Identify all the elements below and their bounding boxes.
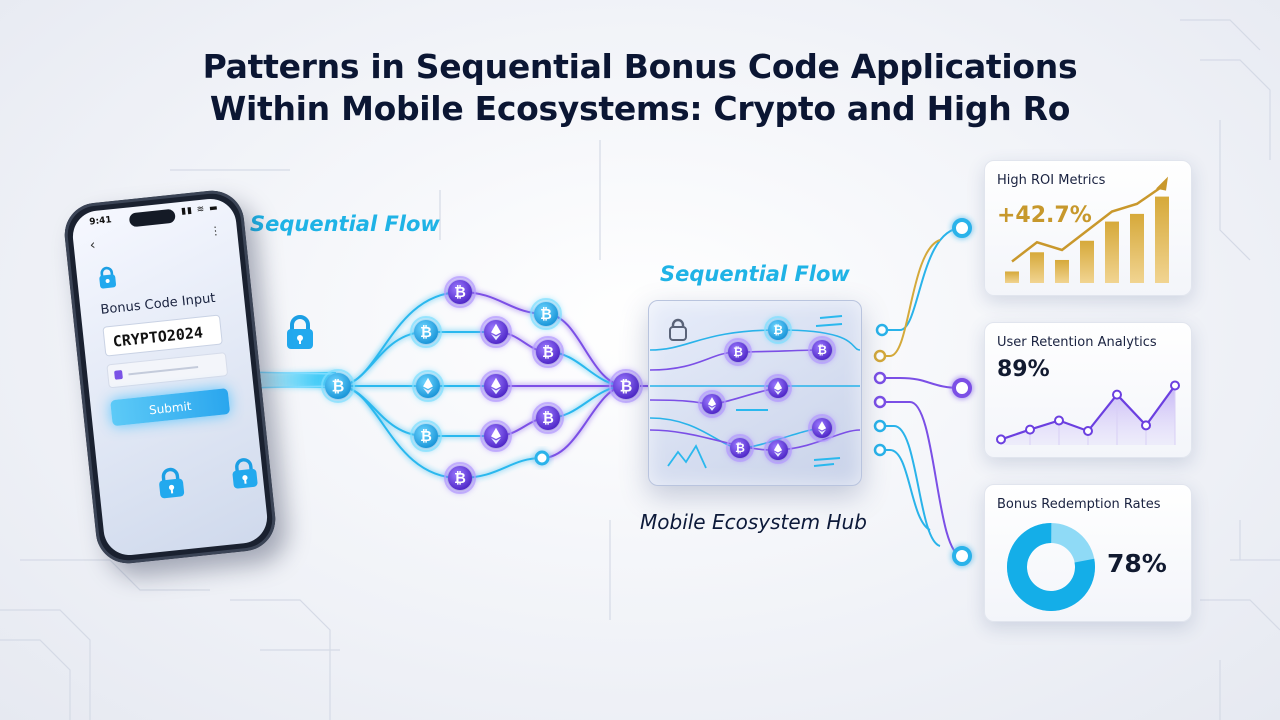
title-line-2: Within Mobile Ecosystems: Crypto and Hig… [209,89,1071,128]
redemption-value: 78% [1107,549,1167,578]
padlock-icon [232,458,258,489]
roi-card-title: High ROI Metrics [997,173,1106,188]
roi-value: +42.7% [997,203,1092,228]
ethereum-icon [808,414,836,442]
page-title: Patterns in Sequential Bonus Code Applic… [0,46,1280,130]
roi-bar [1055,259,1069,283]
roi-bar-chart [1005,176,1169,283]
roi-bar [1005,271,1019,283]
ethereum-icon [480,370,512,402]
phone-screen: 9:41 ▮▮ ≋ ▬ ‹ ⋮ Bonus Code Input CRYPTO2… [70,196,270,558]
title-line-1: Patterns in Sequential Bonus Code Applic… [202,47,1078,86]
bitcoin-icon: ₿ [532,402,564,434]
roi-trend-line [1011,185,1163,263]
retention-point [1112,389,1122,400]
padlock-icon [159,467,185,499]
svg-text:₿: ₿ [540,307,552,323]
bitcoin-icon: ₿ [609,369,643,403]
padlock-icon [287,315,313,349]
bitcoin-icon: ₿ [532,336,564,368]
bitcoin-icon: ₿ [410,316,442,348]
bitcoin-icon: ₿ [410,420,442,452]
bitcoin-icon: ₿ [321,369,355,403]
roi-bar [1155,196,1169,283]
bitcoin-icon: ₿ [444,462,476,494]
sequential-flow-label-left: Sequential Flow [250,212,440,236]
retention-point [996,434,1006,445]
svg-text:₿: ₿ [817,343,827,357]
bitcoin-icon: ₿ [764,316,792,344]
bitcoin-icon: ₿ [726,434,754,462]
padlock-icon [669,318,687,341]
roi-bar [1080,240,1094,283]
bitcoin-icon: ₿ [530,298,562,330]
ethereum-icon [764,374,792,402]
svg-text:₿: ₿ [733,345,743,359]
roi-metrics-card: High ROI Metrics +42.7% [984,160,1192,296]
ethereum-icon [480,316,512,348]
retention-analytics-card: User Retention Analytics 89% [984,322,1192,458]
svg-text:₿: ₿ [620,377,633,395]
retention-point [1083,426,1093,436]
ethereum-icon [764,436,792,464]
redemption-donut-chart [1007,523,1095,611]
svg-text:₿: ₿ [454,285,466,301]
hub-menu-lines [736,315,843,467]
svg-text:₿: ₿ [773,323,783,337]
hub-label: Mobile Ecosystem Hub [640,510,867,534]
roi-bar [1130,213,1144,283]
roi-bar [1105,221,1119,283]
mobile-phone: 9:41 ▮▮ ≋ ▬ ‹ ⋮ Bonus Code Input CRYPTO2… [61,187,279,567]
circuit-traces [0,19,1280,720]
retention-area [1001,385,1175,445]
connector-dots [534,218,972,566]
ethereum-icon [480,420,512,452]
redemption-card-title: Bonus Redemption Rates [997,497,1161,512]
svg-text:₿: ₿ [420,429,432,445]
bitcoin-icon: ₿ [444,276,476,308]
roi-trend-arrow-icon [1156,176,1168,191]
svg-text:₿: ₿ [542,411,554,427]
redemption-rates-card: Bonus Redemption Rates 78% [984,484,1192,622]
svg-text:₿: ₿ [420,325,432,341]
bitcoin-icon: ₿ [724,338,752,366]
retention-card-title: User Retention Analytics [997,335,1157,350]
retention-point [1054,415,1064,426]
svg-text:₿: ₿ [454,471,466,487]
bitcoin-icon: ₿ [808,336,836,364]
donut-redeemed [1007,523,1095,611]
roi-bar [1030,252,1044,283]
hub-mini-chart [667,444,707,469]
ethereum-icon [412,370,444,402]
retention-point [1025,424,1035,435]
svg-text:₿: ₿ [332,377,345,395]
retention-point [1141,420,1151,431]
retention-line-chart [996,380,1180,445]
retention-point [1170,380,1180,391]
ethereum-icon [698,390,726,418]
retention-value: 89% [997,357,1050,382]
padlock-icon [99,266,117,289]
crypto-nodes: ₿ ₿ ₿ ₿ ₿ ₿ ₿ ₿ ₿ [321,276,643,494]
sequential-flow-label-hub: Sequential Flow [660,262,850,286]
svg-text:₿: ₿ [542,345,554,361]
svg-text:₿: ₿ [735,441,745,455]
